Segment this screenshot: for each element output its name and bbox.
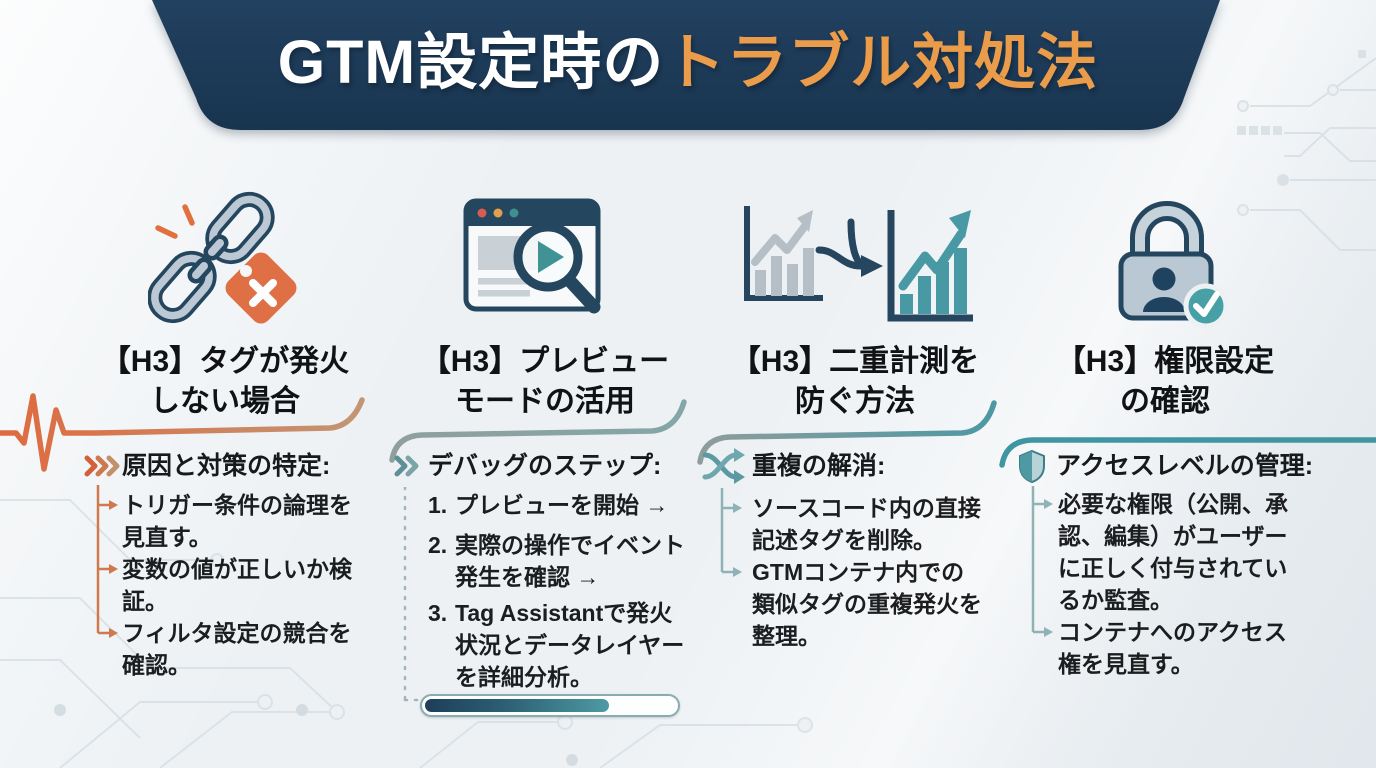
broken-chain-tag-icon: [148, 191, 297, 324]
lock-permission-check-icon: [1118, 201, 1229, 329]
column1-item: 変数の値が正しいか検 証。: [122, 556, 352, 614]
duplicate-charts-merge-icon: [744, 206, 973, 322]
page-title-white-part: GTM設定時の: [277, 28, 665, 96]
double-chevron-icon: [394, 455, 419, 477]
column4-title: 【H3】権限設定 の確認: [1055, 345, 1275, 418]
column2-dashed-connector: [403, 487, 420, 702]
divider-teal-gradient: [697, 400, 997, 465]
page-title-orange-part: トラブル対処法: [664, 28, 1099, 96]
column3-title: 【H3】二重計測を 防ぐ方法: [730, 345, 980, 418]
item-number: 1.: [428, 492, 448, 518]
column1-item: フィルタ設定の競合を 確認。: [122, 620, 352, 678]
column3-branch-connector: [720, 488, 742, 577]
column1-branch-connector: [96, 485, 118, 638]
column2-lead: デバッグのステップ:: [428, 452, 662, 480]
divider-teal: [999, 437, 1376, 468]
shield-icon: [1019, 449, 1045, 483]
column4-item: コンテナへのアクセス 権を見直す。: [1058, 619, 1287, 677]
column4-lead: アクセスレベルの管理:: [1056, 452, 1314, 480]
item-number: 2.: [428, 532, 448, 558]
column3-lead: 重複の解消:: [752, 452, 886, 480]
column4-item: 必要な権限（公開、承 認、編集）がユーザー に正しく付与されてい るか監査。: [1058, 491, 1288, 613]
triple-chevron-icon: [84, 455, 120, 477]
browser-preview-magnifier-icon: [463, 198, 601, 314]
column4-branch-connector: [1031, 486, 1053, 637]
page-title: GTM設定時のトラブル対処法: [0, 32, 1376, 93]
column1-item: トリガー条件の論理を 見直す。: [122, 492, 352, 550]
progress-fill: [425, 699, 610, 712]
shuffle-icon: [702, 448, 745, 484]
header-banner: [152, 0, 1220, 130]
column3-item: GTMコンテナ内での 類似タグの重複発火を 整理。: [752, 559, 982, 649]
item-number: 3.: [428, 600, 448, 626]
column1-lead: 原因と対策の特定:: [122, 452, 331, 480]
divider-gray: [389, 399, 687, 463]
column1-title: 【H3】タグが発火 しない場合: [100, 345, 350, 418]
column2-title: 【H3】プレビュー モードの活用: [420, 345, 670, 418]
ekg-divider-orange: [0, 393, 365, 472]
debug-progress-bar: [420, 694, 680, 717]
column3-item: ソースコード内の直接 記述タグを削除。: [752, 495, 981, 553]
section-dividers: [0, 393, 1376, 472]
column2-item: 2.実際の操作でイベント 発生を確認 →: [428, 529, 690, 593]
column2-item: 3.Tag Assistantで発火 状況とデータレイヤー を詳細分析。: [428, 597, 690, 693]
circuit-pattern-top-right-icon: [1237, 50, 1376, 251]
column2-item: 1.プレビューを開始 →: [428, 489, 690, 521]
